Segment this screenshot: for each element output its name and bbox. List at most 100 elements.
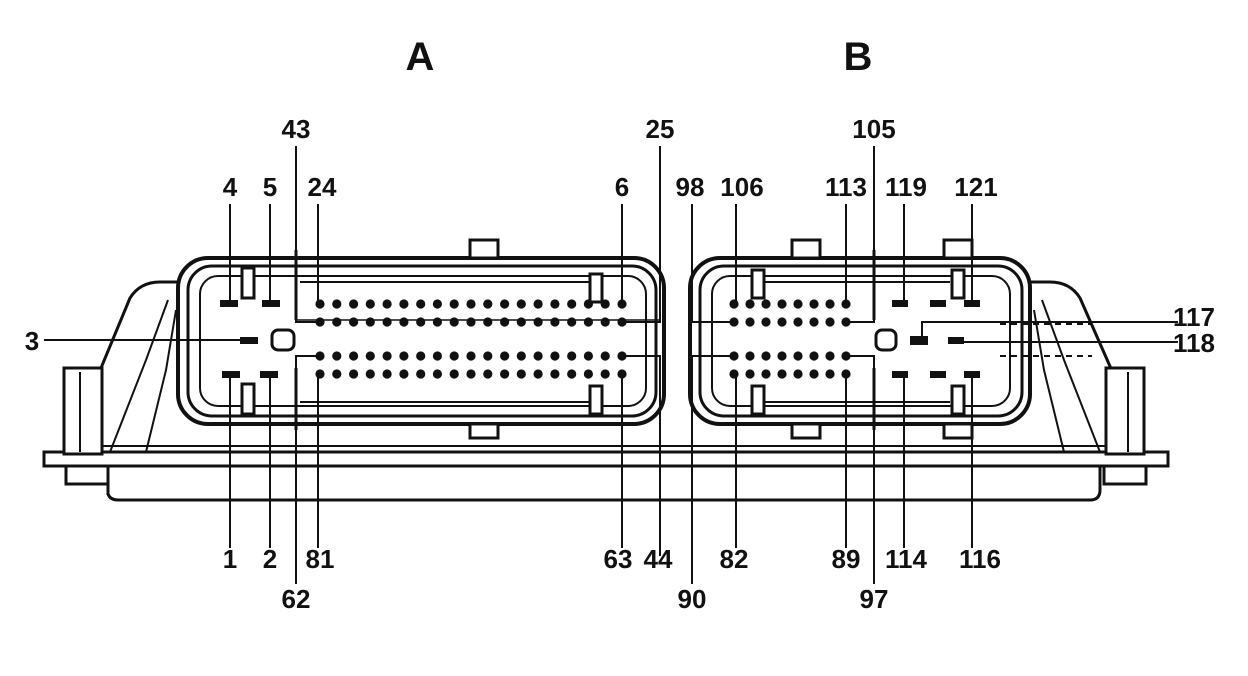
pin-cavity [617,317,627,327]
pin-label-113: 113 [825,172,867,202]
pin-label-25: 25 [646,114,675,144]
pin-cavity [500,351,510,361]
pin-cavity [809,351,819,361]
pin-cavity [729,369,739,379]
pin-cavity [745,351,755,361]
connector-b-title: B [844,35,873,79]
pin-cavity [315,369,325,379]
pin-label-1: 1 [223,544,237,574]
pin-label-24: 24 [308,172,337,202]
pin-cavity [793,351,803,361]
pin-cavity [567,369,577,379]
pin-cavity [533,351,543,361]
pin-cavity [600,351,610,361]
pin-cavity [399,351,409,361]
pin-label-44: 44 [644,544,673,574]
pin-cavity [841,317,851,327]
pin-cavity [841,351,851,361]
pin-cavity [315,351,325,361]
pin-label-62: 62 [282,584,311,614]
pin-label-114: 114 [885,544,927,574]
pin-label-4: 4 [223,172,238,202]
pin-cavity [516,369,526,379]
pin-cavity [483,317,493,327]
pin-cavity [777,351,787,361]
pin-cavity [777,299,787,309]
pin-cavity [550,369,560,379]
pin-cavity [809,369,819,379]
pin-cavity [600,299,610,309]
pin-cavity [825,317,835,327]
pin-label-63: 63 [604,544,633,574]
pin-cavity [349,317,359,327]
pin-cavity [761,369,771,379]
pin-cavity [332,351,342,361]
pin-cavity [416,351,426,361]
pin-label-81: 81 [306,544,335,574]
pin-label-2: 2 [263,544,277,574]
connector-b [688,238,1092,440]
pin-cavity [793,317,803,327]
pin-cavity [432,299,442,309]
pin-label-121: 121 [954,172,997,202]
connector-a-title: A [406,35,435,79]
pin-cavity [729,317,739,327]
pin-label-82: 82 [720,544,749,574]
pin-cavity [483,369,493,379]
pin-cavity [777,369,787,379]
pin-cavity [466,299,476,309]
pin-cavity [332,369,342,379]
pin-cavity [516,317,526,327]
pin-cavity [449,351,459,361]
pin-cavity [533,317,543,327]
pin-cavity [583,299,594,309]
pin-label-43: 43 [282,114,311,144]
pin-cavity [583,351,594,361]
leader-lines [44,146,1178,584]
pin-cavity [365,317,375,327]
pin-cavity [500,299,510,309]
pin-cavity [466,369,476,379]
pin-cavity [382,369,392,379]
pin-cavity [399,317,409,327]
pin-cavity [825,299,835,309]
pin-label-119: 119 [885,172,927,202]
pin-cavity [550,299,560,309]
connector-a [176,238,666,440]
pin-cavity [382,299,392,309]
pin-cavity [600,369,610,379]
pin-cavity [600,317,610,327]
pin-cavity [449,317,459,327]
pin-cavity [825,351,835,361]
pin-cavity [466,317,476,327]
pin-cavity [567,351,577,361]
pin-cavity [365,351,375,361]
pin-cavity [382,351,392,361]
pin-cavity [809,299,819,309]
pin-cavity [349,299,359,309]
pin-cavity [809,317,819,327]
pin-cavity [729,351,739,361]
pin-cavity [745,299,755,309]
pin-label-117: 117 [1173,302,1215,332]
pin-cavity [483,351,493,361]
pin-cavity [399,299,409,309]
pin-label-97: 97 [860,584,889,614]
pin-cavity [332,299,342,309]
pin-cavity [761,299,771,309]
connector-b-pin-grid [729,299,851,379]
pin-cavity [841,369,851,379]
pin-label-5: 5 [263,172,277,202]
pin-cavity [365,369,375,379]
pin-cavity [416,317,426,327]
pin-label-105: 105 [852,114,895,144]
pin-cavity [729,299,739,309]
pin-cavity [793,369,803,379]
pin-cavity [399,369,409,379]
pin-cavity [349,351,359,361]
pin-cavity [483,299,493,309]
pin-cavity [533,299,543,309]
pin-cavity [761,317,771,327]
pin-cavity [567,299,577,309]
pin-cavity [365,299,375,309]
